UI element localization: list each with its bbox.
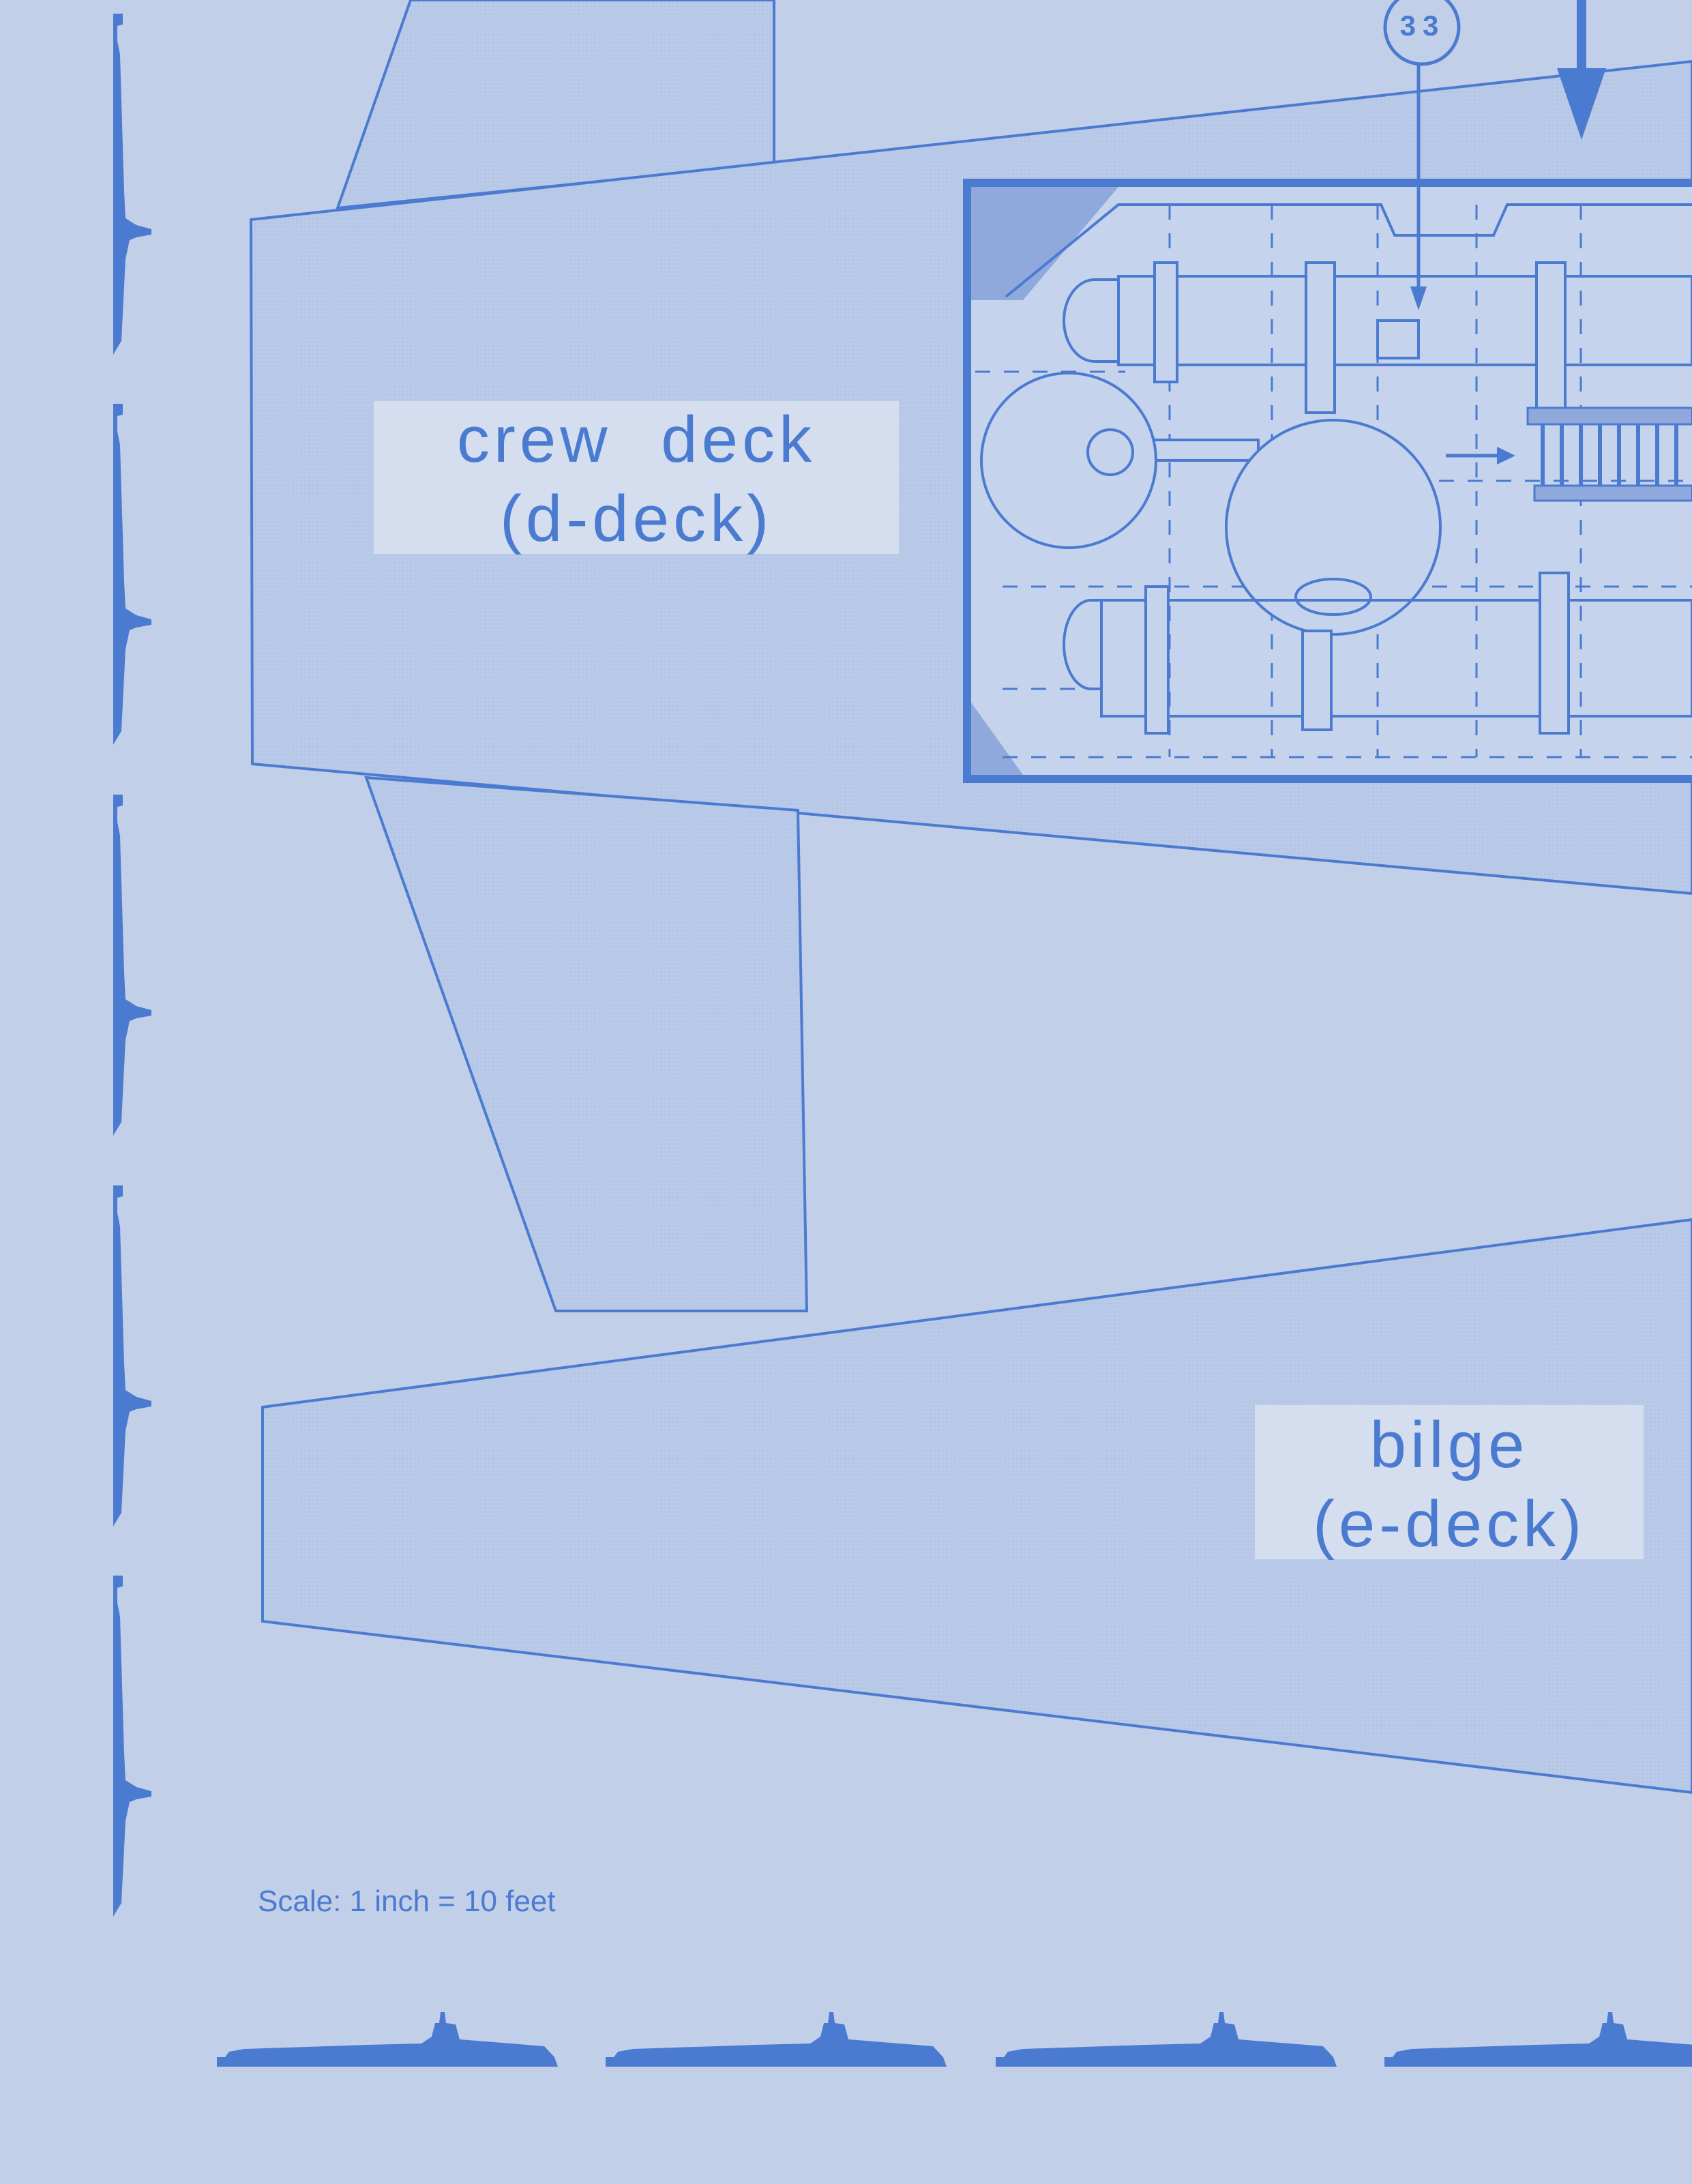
scale-note: Scale: 1 inch = 10 feet <box>258 1885 556 1918</box>
callout-number: 33 <box>1399 10 1446 42</box>
engine-room-detail <box>963 179 1692 783</box>
left-margin-submarine-strip <box>113 14 151 1917</box>
bottom-submarine-strip <box>217 2012 1692 2067</box>
submarine-silhouette-icon <box>996 2012 1337 2067</box>
crew-deck-label-line2: (d-deck) <box>499 482 773 555</box>
submarine-silhouette-icon <box>217 2012 558 2067</box>
crew-deck-lower-fin <box>364 776 809 1312</box>
callout-33 <box>1383 0 1461 310</box>
crew-deck-label-box <box>374 401 899 554</box>
submarine-silhouette-icon <box>113 404 151 745</box>
submarine-silhouette-icon <box>606 2012 947 2067</box>
bilge-hull <box>261 1218 1692 1795</box>
lower-turbine <box>1063 572 1692 735</box>
crew-deck-label-line1: crew deck <box>456 403 816 476</box>
submarine-silhouette-icon <box>1384 2012 1692 2067</box>
engine-room-corner-block <box>971 187 1118 300</box>
submarine-silhouette-icon <box>113 1185 151 1526</box>
upper-turbine <box>1063 261 1692 414</box>
flow-arrow-icon <box>1446 447 1515 464</box>
down-arrow-icon <box>1557 0 1606 140</box>
submarine-silhouette-icon <box>113 14 151 355</box>
engine-room-inner-wall <box>1005 203 1692 298</box>
submarine-silhouette-icon <box>113 1576 151 1917</box>
tank-spheres <box>980 372 1442 636</box>
control-rod-rack <box>1526 407 1692 502</box>
bilge-label-line2: (e-deck) <box>1312 1488 1586 1561</box>
bilge-label-box <box>1255 1405 1644 1559</box>
bilge-label-line1: bilge <box>1369 1408 1529 1481</box>
submarine-silhouette-icon <box>113 795 151 1136</box>
